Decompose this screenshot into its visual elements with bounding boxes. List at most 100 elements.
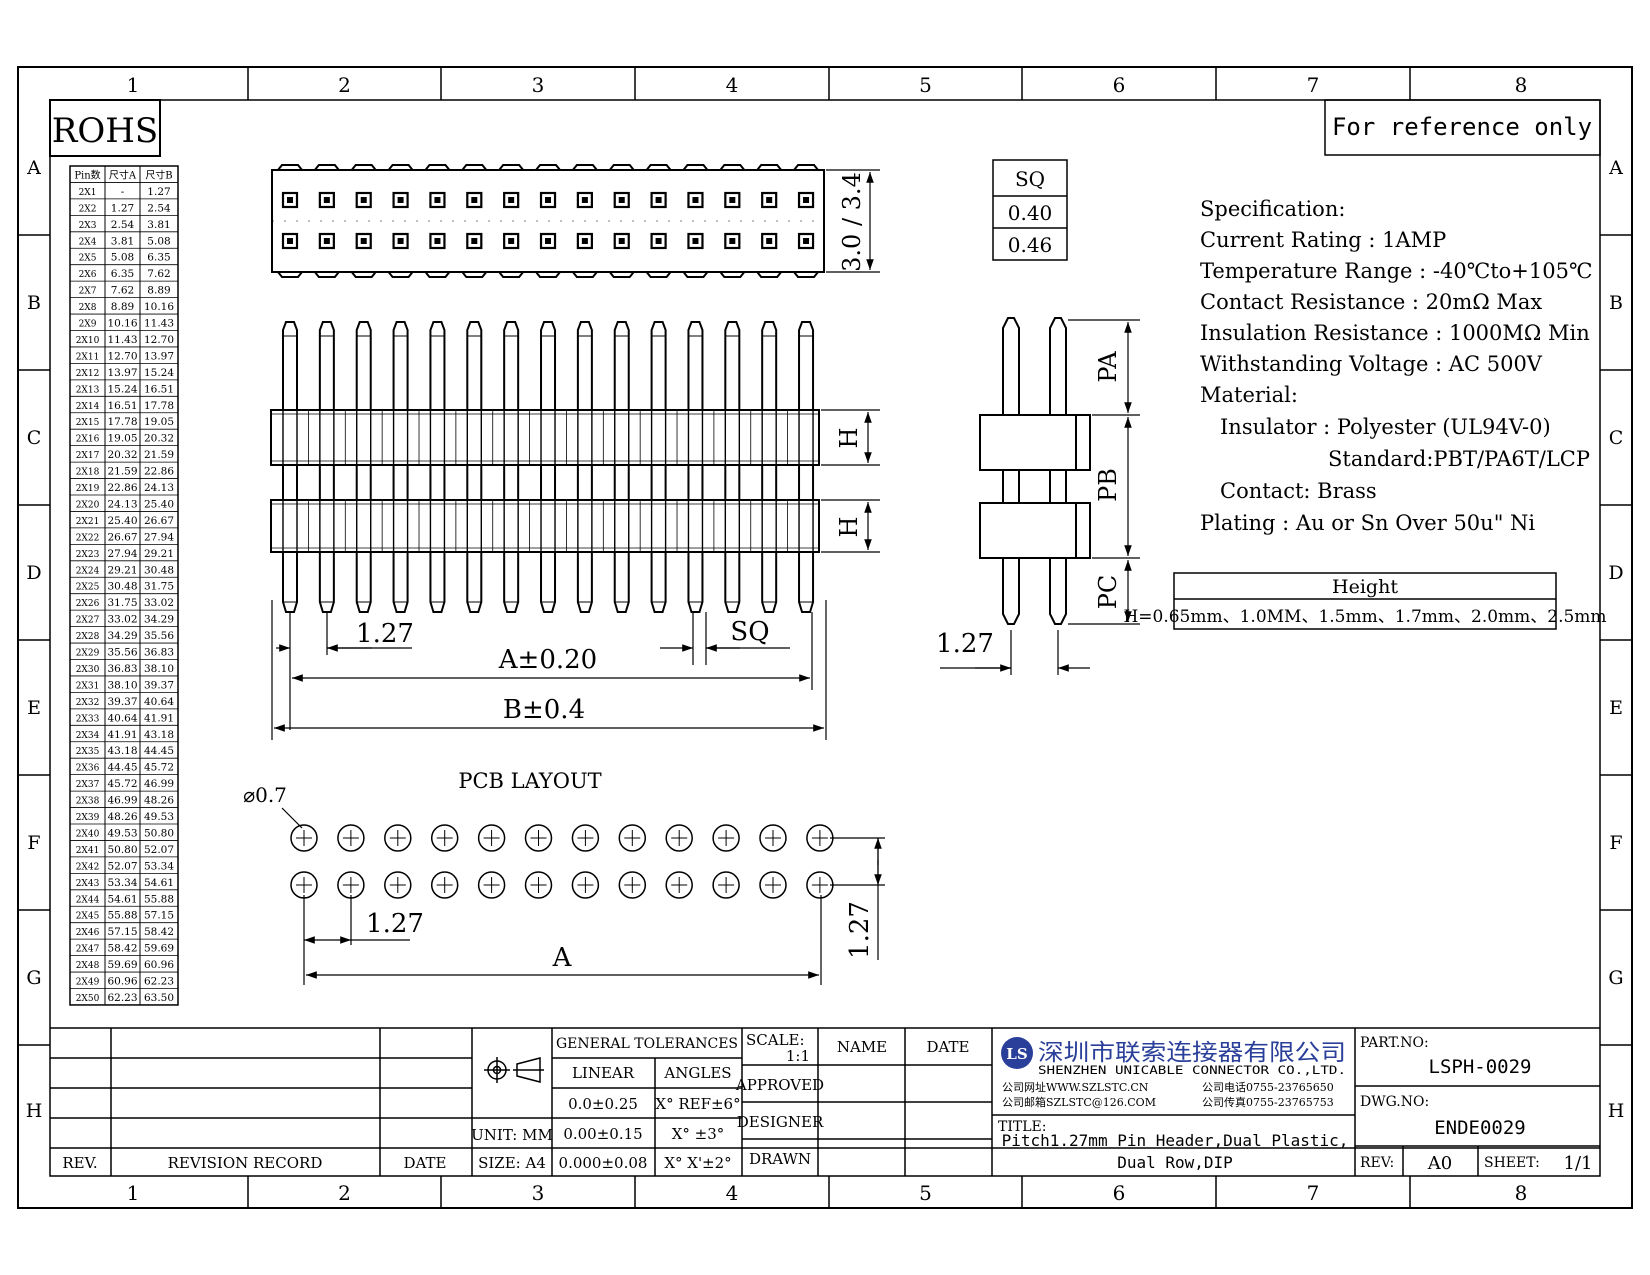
pin-table-cell: 34.29 [144,614,174,626]
pin-table-cell: 58.42 [144,926,174,938]
pin-table-cell: 2X33 [76,714,100,724]
front-view-pin [355,321,372,613]
pin-table-cell: 41.91 [107,729,137,741]
pin-table-cell: 59.69 [144,943,174,955]
top-view-pin [392,191,409,209]
pin-table-cell: 36.83 [107,663,137,675]
front-view-pin [429,321,446,613]
front-view-bottom-dimensions [271,600,827,740]
title-label: TITLE: [998,1119,1046,1135]
pin-table-cell: 53.34 [107,877,137,889]
pin-table-cell: 35.56 [107,647,137,659]
top-view-pin [724,191,741,209]
pin-table-cell: 26.67 [107,531,137,543]
top-view-pin-core [618,238,625,244]
spec-insulation-resistance: Insulation Resistance : 1000MΩ Min [1200,321,1590,345]
frame-row-label: G [1608,967,1623,989]
pin-table-cell: 2.54 [147,202,171,214]
top-view-pin-core [729,197,736,203]
top-view-pin-core [766,238,773,244]
top-view-pin [761,232,778,250]
part-no-value: LSPH-0029 [1429,1056,1532,1078]
pcb-hole [712,871,740,899]
pin-table-cell: 46.99 [144,778,174,790]
reference-note: For reference only [1332,113,1592,141]
pin-table-cell: 62.23 [144,976,174,988]
pin-table-cell: 8.89 [111,301,134,313]
pin-table-cell: 2X28 [76,632,100,642]
dwg-no-label: DWG.NO: [1360,1094,1429,1110]
pin-table-cell: 2X37 [76,780,100,790]
pin-table-cell: 27.94 [144,531,174,543]
pin-table-cell: 12.70 [107,350,137,362]
height-table-title: Height [1332,576,1398,598]
pin-table-cell: 54.61 [144,877,174,889]
side-view: PA PB PC 1.27 [936,317,1140,675]
pin-table-cell: 11.43 [107,334,137,346]
pin-table-cell: 13.97 [107,367,137,379]
top-view-pin-core [287,238,293,244]
tolerance-angle-3: X° X'±2° [664,1154,731,1172]
rev-value: A0 [1427,1153,1452,1174]
title-block [50,1027,1600,1176]
pin-table-cell: 2X50 [76,994,100,1004]
pin-table-cell: 29.21 [144,548,174,560]
frame-zone-dividers [18,67,1632,1208]
frame-column-label: 8 [1515,73,1528,97]
top-view-pin-core [434,238,441,244]
sheet-value: 1/1 [1564,1153,1593,1174]
pin-table-grid [69,165,179,1006]
front-view-pin [392,321,409,613]
pcb-holes [290,824,834,899]
pin-table-cell: 33.02 [107,614,137,626]
pin-table-cell: 2X12 [76,369,100,379]
front-view-plastic-bodies [270,409,820,553]
top-view-pin [318,191,335,209]
pin-table-cell: 2X41 [76,846,100,856]
frame-row-label: F [1609,832,1622,854]
spec-contact: Contact: Brass [1220,479,1377,503]
pcb-hole [571,824,600,852]
pcb-hole [712,824,740,852]
pcb-hole [477,824,506,852]
pin-table-cell: 31.75 [144,581,174,593]
rohs-box: ROHS [49,99,161,157]
pin-table-cell: 20.32 [144,433,174,445]
top-view-pin-core [766,197,773,203]
pcb-hole [430,871,459,899]
pin-table-cell: 21.59 [107,466,137,478]
top-view-pin-core [287,197,293,203]
frame-column-label: 2 [338,73,351,97]
frame-row-label: H [26,1100,43,1122]
top-view-scalloped-edges [272,164,824,278]
frame-row-label: C [1609,427,1624,449]
pin-table-cell: 2X40 [76,829,100,839]
pcb-hole [571,871,600,899]
top-view-pin [503,191,520,209]
frame-row-label: D [1608,562,1623,584]
company-logo-letters: LS [1006,1045,1027,1063]
pin-table-cell: 60.96 [107,976,137,988]
frame-column-label: 4 [726,73,739,97]
pcb-hole [384,824,412,852]
top-view-pin-core [397,238,404,244]
pin-table-cell: 10.16 [107,318,137,330]
company-name-cn: 深圳市联索连接器有限公司 [1038,1040,1346,1066]
pin-table-cell: 59.69 [107,959,137,971]
frame-column-label: 6 [1113,73,1126,97]
company-name-en: SHENZHEN UNICABLE CONNECTOR CO.,LTD. [1038,1063,1346,1077]
top-view-pin [613,191,630,209]
top-view-pin [797,232,815,250]
pin-table-cell: 2X1 [79,188,97,198]
frame-column-label: 6 [1113,1181,1126,1205]
pin-table-cell: 49.53 [144,811,174,823]
pin-table-cell: 45.72 [144,762,174,774]
pin-table-cell: 3.81 [111,235,134,247]
name-column-label: NAME [837,1038,887,1056]
pin-table-cell: 2X2 [79,204,97,214]
pin-table-cell: 39.37 [144,679,174,691]
top-view-pin-core [508,197,515,203]
pcb-a-label: A [552,943,573,973]
